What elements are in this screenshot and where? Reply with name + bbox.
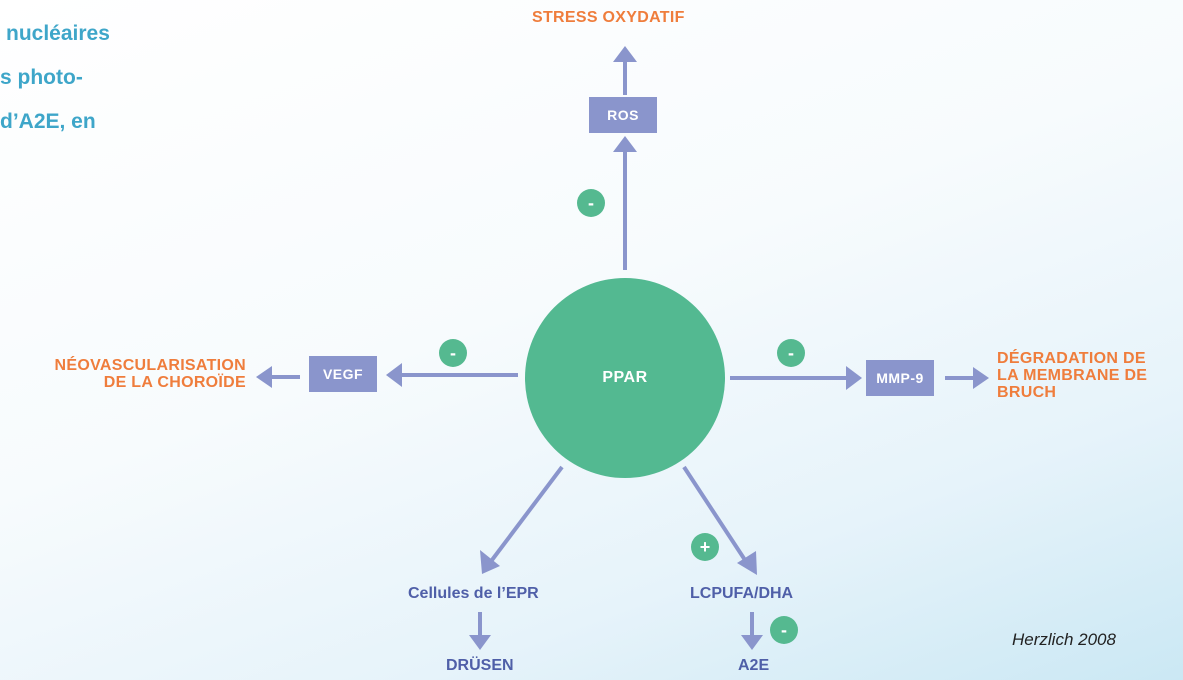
arrowhead-neo [256, 366, 272, 388]
title-line-1: nucléaires [6, 22, 110, 45]
node-lcpufa-dha: LCPUFA/DHA [690, 585, 794, 602]
outcome-stress-oxydatif: STRESS OXYDATIF [532, 9, 685, 26]
arrowhead-ros [613, 136, 637, 152]
ros-box: ROS [589, 97, 657, 133]
sign-ros-badge: - [577, 189, 605, 217]
outcome-a2e: A2E [738, 657, 770, 674]
title-line-3: d’A2E, en [0, 110, 96, 133]
arrowhead-epr [480, 550, 500, 574]
outcome-neovascularisation-1: NÉOVASCULARISATION [54, 357, 246, 374]
ppar-circle: PPAR [525, 278, 725, 478]
sign-mmp9-badge: - [777, 339, 805, 367]
sign-vegf-badge: - [439, 339, 467, 367]
sign-a2e-badge: - [770, 616, 798, 644]
node-cellules-epr: Cellules de l’EPR [408, 585, 539, 602]
arrowhead-degradation [973, 367, 989, 389]
mmp9-box: MMP-9 [866, 360, 934, 396]
arrowhead-lcpufa [737, 551, 757, 575]
arrowhead-vegf [386, 363, 402, 387]
outcome-degradation-1: DÉGRADATION DE [997, 350, 1146, 367]
arrowhead-mmp9 [846, 366, 862, 390]
arrowhead-a2e [741, 635, 763, 650]
vegf-box: VEGF [309, 356, 377, 392]
outcome-degradation-3: BRUCH [997, 384, 1057, 401]
arrowhead-drusen [469, 635, 491, 650]
citation: Herzlich 2008 [1012, 630, 1116, 649]
arrow-ppar-to-epr [490, 465, 564, 562]
title-line-2: s photo- [0, 66, 83, 89]
arrowhead-stress [613, 46, 637, 62]
outcome-degradation-2: LA MEMBRANE DE [997, 367, 1148, 384]
sign-lcpufa-badge: + [691, 533, 719, 561]
outcome-drusen: DRÜSEN [446, 657, 514, 674]
outcome-neovascularisation-2: DE LA CHOROÏDE [103, 374, 246, 391]
arrow-ppar-to-lcpufa [682, 465, 747, 562]
